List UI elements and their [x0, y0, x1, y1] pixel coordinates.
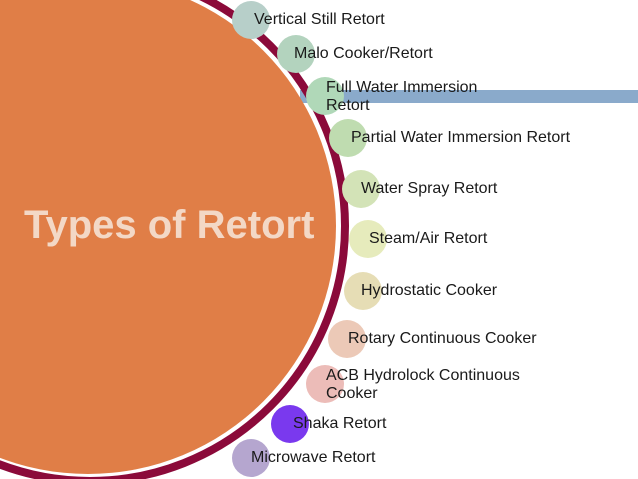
accent-bar — [300, 90, 638, 103]
outer-ring — [0, 0, 349, 479]
main-circle — [0, 0, 336, 474]
diagram-title: Types of Retort — [24, 203, 315, 247]
